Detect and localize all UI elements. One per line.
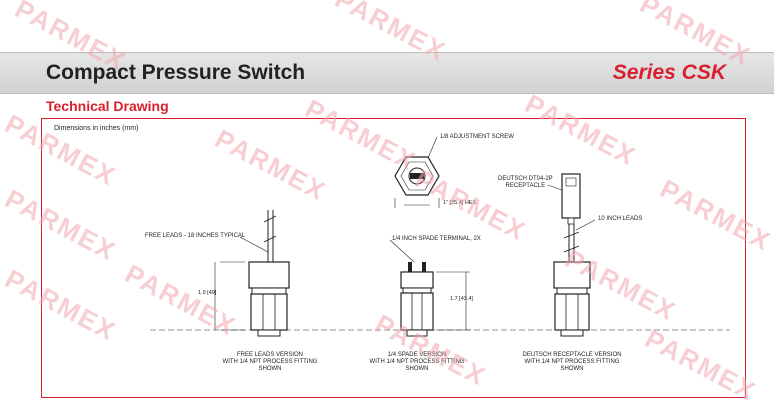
caption-free-leads-version: FREE LEADS VERSION WITH 1/4 NPT PROCESS … [222,352,318,372]
spade-body [389,239,470,337]
section-title: Technical Drawing [46,98,169,114]
top-band [0,0,774,52]
caption-deutsch-version: DEUTSCH RECEPTACLE VERSION WITH 1/4 NPT … [522,352,622,372]
dimensions-note: Dimensions in inches (mm) [54,125,139,132]
free-leads-body [214,210,290,337]
callout-hex: 1" [25.4] HEX [443,200,477,206]
deutsch-body [547,173,596,337]
dimension-left: 1.9 [49] [198,290,217,296]
page-title: Compact Pressure Switch [46,61,306,84]
callout-deutsch: DEUTSCH DT04-2P RECEPTACLE [498,176,553,189]
top-view-hex [394,136,440,208]
callout-spade-terminal: 1/4 INCH SPADE TERMINAL, 2X [392,236,481,242]
header-bar: Compact Pressure Switch Series CSK [0,52,774,94]
callout-free-leads: FREE LEADS - 18 INCHES TYPICAL [145,233,246,239]
callout-adjust-screw: 1/8 ADJUSTMENT SCREW [440,134,514,140]
series-name: Series CSK [612,61,726,84]
dimension-mid: 1.7 [43.4] [450,296,473,302]
drawing-frame [41,118,746,398]
caption-spade-version: 1/4 SPADE VERSION WITH 1/4 NPT PROCESS F… [369,352,465,372]
callout-ten-inch-leads: 10 INCH LEADS [598,216,643,222]
